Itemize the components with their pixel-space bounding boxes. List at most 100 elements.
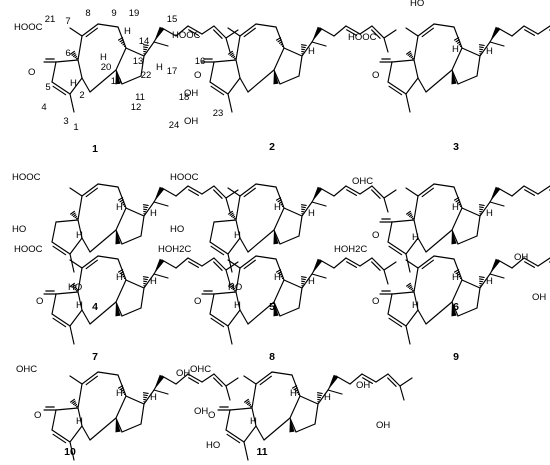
compound-8-hash-bond [280, 275, 284, 278]
compound-5-chain-bond [346, 189, 357, 196]
compound-8-hash-bond [301, 278, 306, 281]
compound-11-atom-label: H [250, 416, 257, 427]
compound-5-atom-label: H [234, 230, 241, 241]
compound-10-atom-label: OHC [16, 364, 37, 375]
compound-5-bond [255, 183, 277, 188]
compound-11-bond [263, 417, 291, 441]
compound-4-atom-label: HO [12, 224, 26, 235]
compound-8-hash-bond [277, 271, 282, 275]
compound-4-bond [89, 229, 117, 253]
compound-7-atom-label: O [36, 296, 43, 307]
compound-7-chain-bond [175, 257, 189, 269]
compound-6-bond [421, 187, 434, 198]
compound-8-hash-bond [300, 276, 307, 279]
compound-1-chain-bond [175, 25, 189, 37]
compound-5-atom-label: H [308, 208, 315, 219]
compound-6-hash-bond [411, 217, 414, 220]
compound-11-bond [259, 375, 272, 386]
compound-11-wedge-bond [289, 418, 295, 433]
compound-1-atom-label: HOOC [14, 22, 43, 33]
compound-7-bond [97, 255, 119, 260]
compound-5-chain-bond [319, 187, 335, 197]
compound-6-bond [451, 229, 459, 245]
compound-3-hash-bond [479, 46, 484, 49]
compound-2-hash-bond [300, 44, 307, 47]
compound-2-chain-bond [333, 25, 347, 37]
compound-6-chain-bond [497, 187, 513, 197]
compound-4-atom-label: H [116, 202, 123, 213]
compound-3-bond [433, 23, 455, 28]
compound-7-hash-bond [143, 278, 148, 281]
compound-2-number: 2 [269, 141, 275, 153]
compound-7-bond [89, 301, 117, 325]
compound-11-bond [255, 371, 273, 385]
compound-2-chain-bond [346, 29, 357, 36]
compound-2-bond [227, 27, 241, 37]
compound-8-atom-label: H [234, 300, 241, 311]
compound-2-chain-bond [359, 25, 373, 35]
compound-6-wedge-bond [451, 230, 457, 245]
compound-5-bond [247, 229, 275, 253]
compound-10-atom-label: H [116, 388, 123, 399]
compound-10-bond [115, 395, 127, 419]
compound-6-bond [489, 201, 505, 207]
compound-6-bond [417, 183, 435, 197]
compound-2-hash-bond [229, 52, 234, 56]
compound-1-chain-bond [225, 37, 231, 53]
compound-7-chain-bond [213, 261, 223, 271]
compound-1-wedge-bond [115, 70, 121, 85]
compound-9-hash-bond [479, 278, 484, 281]
compound-7-bond [69, 309, 83, 327]
compound-2-bond [239, 23, 257, 37]
compound-1-hash-bond [122, 43, 126, 46]
compound-5-bond [239, 183, 257, 197]
compound-6-hash-bond [407, 212, 412, 216]
compound-1-atom-label: H [124, 26, 131, 37]
compound-10-wedge-bond [115, 418, 121, 433]
compound-3-bond [388, 85, 403, 96]
compound-1-bond [69, 93, 75, 113]
compound-4-bond [81, 237, 91, 253]
compound-3-bond [405, 27, 419, 37]
compound-10-hash-bond [71, 400, 76, 404]
compound-6-atom-label: H [486, 208, 493, 219]
compound-10-hash-bond [75, 405, 78, 408]
compound-9-atom-label: H [412, 300, 419, 311]
compound-6-bond [387, 241, 407, 255]
compound-1-bond [140, 55, 145, 77]
compound-10-hash-bond [117, 385, 124, 389]
compound-11-hash-bond [294, 389, 299, 392]
compound-2-hash-bond [228, 50, 234, 55]
compound-2-bond [298, 55, 303, 77]
compound-3-wedge-bond [451, 70, 457, 85]
compound-1-bond [51, 61, 57, 83]
compound-3-hash-bond [411, 57, 414, 60]
compound-1-atom-number: 21 [45, 14, 56, 25]
compound-10-bond [153, 389, 169, 395]
compound-3-atom-label: HO [410, 0, 424, 9]
compound-10-chain-bond [213, 373, 227, 387]
compound-4-bond [85, 187, 98, 198]
compound-2-bond [239, 77, 249, 93]
compound-6-bond [387, 221, 393, 243]
compound-8-bond [273, 279, 285, 303]
compound-9-bond [425, 301, 453, 325]
compound-1-bond [85, 27, 98, 38]
compound-1-number: 1 [92, 143, 98, 155]
compound-2-bond [213, 59, 237, 63]
compound-7-atom-label: H [150, 276, 157, 287]
compound-2-chain-bond [383, 29, 397, 39]
compound-1-hash-bond [142, 44, 149, 47]
compound-4-chain-bond [213, 185, 227, 199]
compound-2-chain-bond [371, 29, 381, 39]
compound-8-bond [227, 325, 233, 345]
compound-5-number: 5 [269, 301, 275, 313]
compound-3-hash-bond [458, 43, 462, 46]
compound-9-chain-bond [511, 257, 525, 269]
compound-8-bond [210, 317, 225, 328]
compound-6-bond [457, 235, 478, 245]
compound-5-hash-bond [231, 214, 235, 218]
compound-5-atom-label: HOOC [170, 172, 199, 183]
compound-5-atom-label: HO [170, 224, 184, 235]
compound-3-bond [413, 59, 419, 79]
